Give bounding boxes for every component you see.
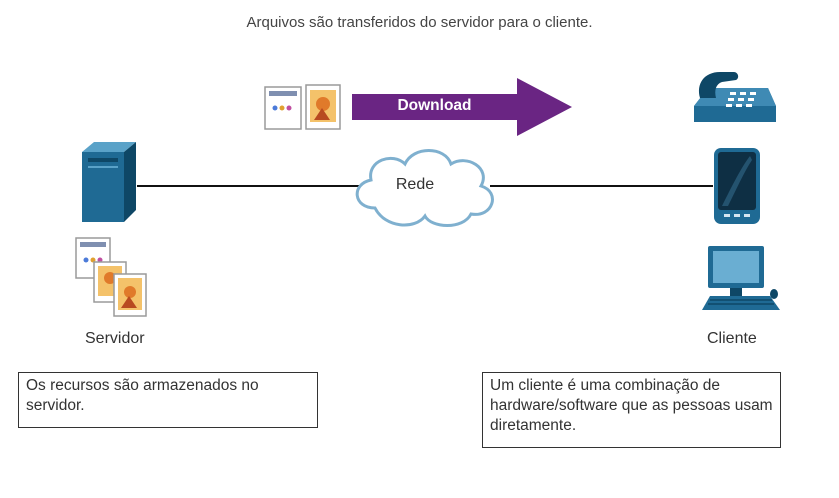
transfer-files-icon <box>264 84 341 130</box>
download-arrow <box>352 78 572 136</box>
server-description-box: Os recursos são armazenados no servidor. <box>18 372 318 428</box>
smartphone-icon <box>714 148 760 224</box>
server-tower-icon <box>82 142 136 222</box>
network-label: Rede <box>395 176 435 193</box>
diagram-caption: Arquivos são transferidos do servidor pa… <box>246 14 593 31</box>
network-cloud-icon <box>355 149 494 227</box>
desk-phone-icon <box>694 72 776 122</box>
client-label: Cliente <box>707 330 757 347</box>
client-description-box: Um cliente é uma combinação de hardware/… <box>482 372 781 448</box>
server-label: Servidor <box>85 330 145 347</box>
server-network-link <box>137 185 359 187</box>
client-network-link <box>490 185 713 187</box>
download-label: Download <box>397 97 472 114</box>
server-files-icon <box>75 237 147 317</box>
document-file-icon <box>264 86 302 130</box>
image-file-icon <box>113 273 147 317</box>
image-file-icon <box>305 84 341 130</box>
desktop-computer-icon <box>702 246 780 310</box>
